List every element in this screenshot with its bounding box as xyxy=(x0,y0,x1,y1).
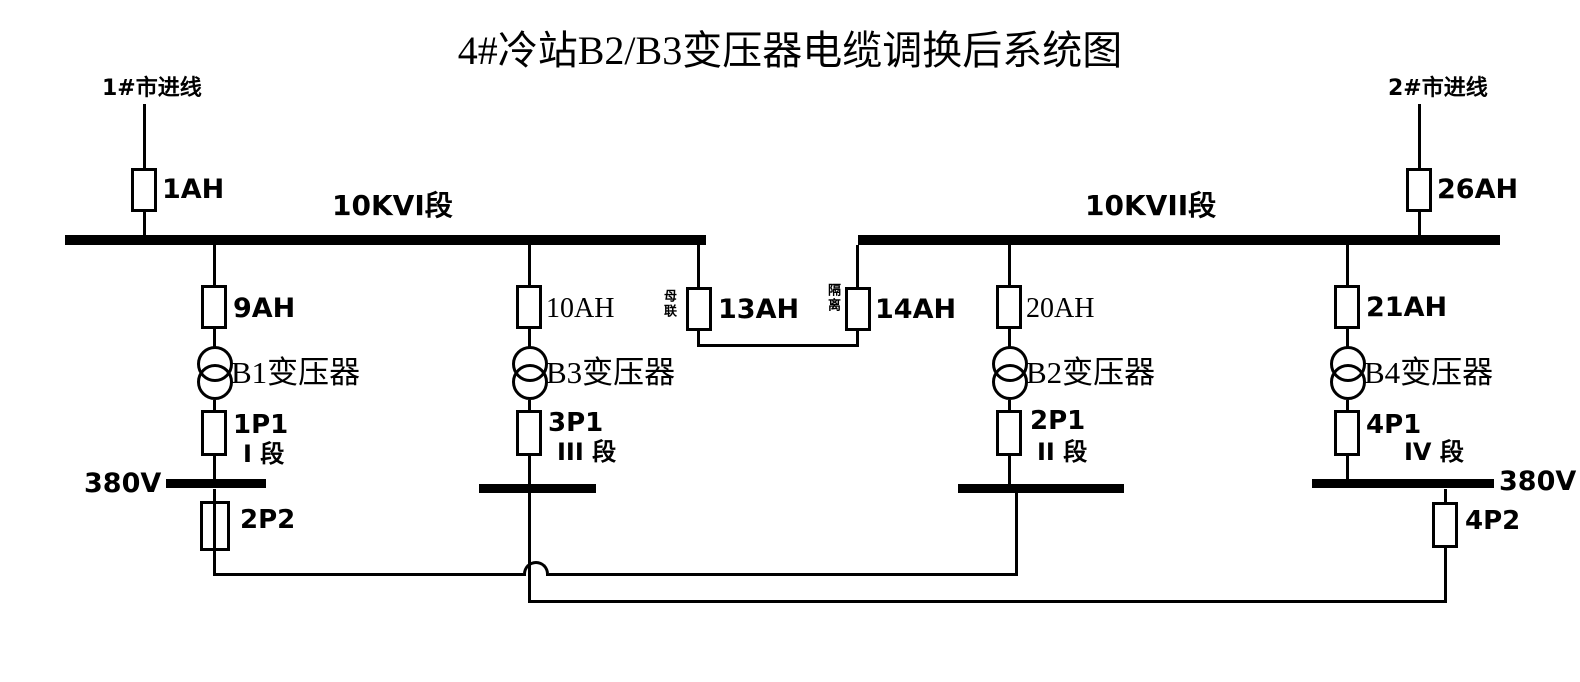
incoming-right-wire-lower xyxy=(1418,212,1421,238)
feeder-b2-wire xyxy=(1008,329,1011,348)
feeder-b3-riser xyxy=(528,245,531,285)
fuse-2p2-symbol xyxy=(200,501,230,551)
transformer-b1-secondary-coil xyxy=(197,364,233,400)
feeder-b1-riser xyxy=(213,245,216,285)
breaker-1p1-symbol xyxy=(201,410,227,456)
wire-crossover-hop xyxy=(523,561,549,576)
lv-bus-section-1 xyxy=(166,479,266,488)
breaker-20ah-label: 20AH xyxy=(1026,293,1095,324)
breaker-2p1-symbol xyxy=(996,410,1022,456)
transformer-b2-label: B2变压器 xyxy=(1026,355,1156,390)
breaker-4p1-symbol xyxy=(1334,410,1360,456)
feeder-b4-wire xyxy=(1346,329,1349,348)
lv-tie-b-drop-section3 xyxy=(528,493,531,603)
fuse-2p2-label: 2P2 xyxy=(240,505,296,535)
tie-4p2-conductor-lower xyxy=(1444,548,1447,603)
feeder-b2-bus-drop xyxy=(1008,456,1011,484)
breaker-20ah-symbol xyxy=(996,285,1022,329)
breaker-1p1-label: 1P1 xyxy=(233,410,289,440)
transformer-b3-label: B3变压器 xyxy=(546,355,676,390)
feeder-b1-bus-drop xyxy=(213,456,216,480)
breaker-26ah-label: 26AH xyxy=(1437,174,1519,205)
breaker-21ah-label: 21AH xyxy=(1366,292,1448,323)
incoming-source-left-label: 1#市进线 xyxy=(102,76,202,101)
lv-section-3-label: III 段 xyxy=(557,438,617,466)
transformer-b2-secondary-coil xyxy=(992,364,1028,400)
tie-14ah-drop xyxy=(856,331,859,347)
lv-section-2-label: II 段 xyxy=(1037,438,1088,466)
hv-bus-right xyxy=(858,235,1500,245)
lv-tie-a-riser-section2 xyxy=(1015,493,1018,576)
breaker-2p1-label: 2P1 xyxy=(1030,406,1086,436)
breaker-14ah-symbol xyxy=(845,287,871,331)
lv-bus-section-2 xyxy=(958,484,1124,493)
lv-section-1-label: I 段 xyxy=(243,440,285,468)
breaker-4p1-label: 4P1 xyxy=(1366,410,1422,440)
tie-13ah-note: 母联 xyxy=(661,289,676,319)
transformer-b4-label: B4变压器 xyxy=(1364,355,1494,390)
hv-bus-left-label: 10KVI段 xyxy=(332,189,453,222)
transformer-b3-secondary-coil xyxy=(512,364,548,400)
incoming-left-wire xyxy=(143,104,146,168)
breaker-21ah-symbol xyxy=(1334,285,1360,329)
tie-link-wire xyxy=(697,344,859,347)
breaker-1ah-symbol xyxy=(131,168,157,212)
fuse-4p2-symbol xyxy=(1432,502,1458,548)
feeder-b4-lv-wire xyxy=(1346,400,1349,410)
feeder-b1-wire xyxy=(213,329,216,348)
tie-14ah-riser xyxy=(856,245,859,287)
tie-14ah-note: 隔离 xyxy=(825,283,840,313)
incoming-source-right-label: 2#市进线 xyxy=(1388,76,1488,101)
feeder-b2-lv-wire xyxy=(1008,400,1011,410)
breaker-14ah-label: 14AH xyxy=(875,294,957,325)
incoming-right-wire xyxy=(1418,104,1421,168)
lv-section-4-label: IV 段 xyxy=(1404,438,1464,466)
tie-13ah-drop xyxy=(697,331,700,347)
lv-tie-a-left-segment xyxy=(213,573,523,576)
breaker-13ah-label: 13AH xyxy=(718,294,800,325)
fuse-4p2-label: 4P2 xyxy=(1465,506,1521,536)
breaker-9ah-symbol xyxy=(201,285,227,329)
incoming-left-wire-lower xyxy=(143,212,146,238)
lv-voltage-left-label: 380V xyxy=(84,468,162,499)
feeder-b2-riser xyxy=(1008,245,1011,285)
feeder-b1-lv-wire xyxy=(213,400,216,410)
feeder-b3-bus-drop xyxy=(528,456,531,484)
feeder-b3-lv-wire xyxy=(528,400,531,410)
tie-4p2-conductor-upper xyxy=(1444,489,1447,502)
breaker-3p1-label: 3P1 xyxy=(548,408,604,438)
diagram-title: 4#冷站B2/B3变压器电缆调换后系统图 xyxy=(457,28,1123,73)
tie-2p2-conductor xyxy=(213,489,216,576)
transformer-b1-label: B1变压器 xyxy=(231,355,361,390)
breaker-9ah-label: 9AH xyxy=(233,293,296,324)
lv-tie-b-horizontal xyxy=(528,600,1447,603)
feeder-b4-riser xyxy=(1346,245,1349,285)
lv-voltage-right-label: 380V xyxy=(1499,466,1577,497)
hv-bus-right-label: 10KVII段 xyxy=(1085,189,1217,222)
breaker-13ah-symbol xyxy=(686,287,712,331)
lv-bus-section-4 xyxy=(1312,479,1494,488)
tie-13ah-riser xyxy=(697,245,700,287)
transformer-b4-secondary-coil xyxy=(1330,364,1366,400)
lv-tie-a-right-segment xyxy=(549,573,1018,576)
breaker-3p1-symbol xyxy=(516,410,542,456)
hv-bus-left xyxy=(65,235,706,245)
feeder-b4-bus-drop xyxy=(1346,456,1349,480)
breaker-10ah-label: 10AH xyxy=(546,293,615,324)
breaker-10ah-symbol xyxy=(516,285,542,329)
breaker-1ah-label: 1AH xyxy=(162,174,225,205)
breaker-26ah-symbol xyxy=(1406,168,1432,212)
feeder-b3-wire xyxy=(528,329,531,348)
lv-bus-section-3 xyxy=(479,484,596,493)
